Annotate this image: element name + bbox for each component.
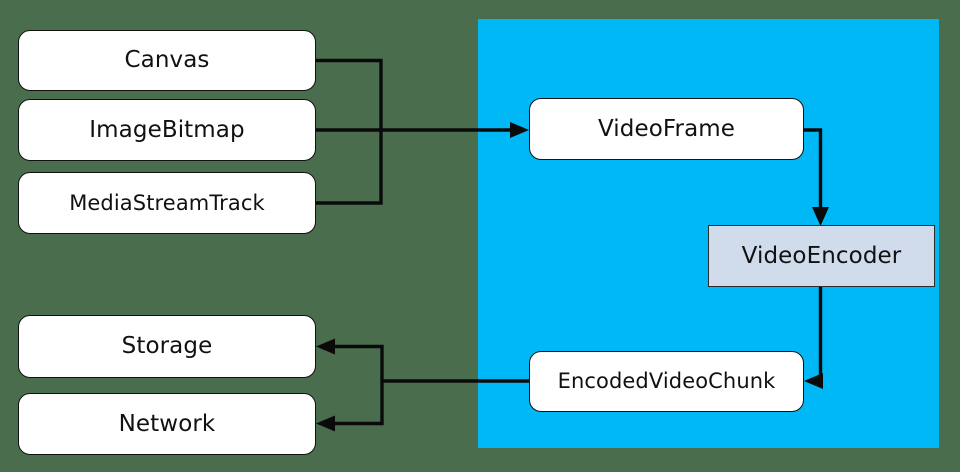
node-video-encoder-label: VideoEncoder (741, 242, 902, 269)
node-video-frame[interactable]: VideoFrame (529, 98, 804, 160)
arrowhead-videoframe-in (510, 122, 529, 138)
node-image-bitmap-label: ImageBitmap (89, 116, 245, 143)
arrowhead-videoencoder-in (812, 207, 829, 226)
node-image-bitmap[interactable]: ImageBitmap (18, 99, 316, 161)
edge-chunk-to-sinks (316, 338, 529, 432)
edge-videoframe-to-videoencoder (804, 128, 829, 226)
node-storage-label: Storage (121, 333, 213, 359)
arrowhead-storage-in (316, 338, 335, 355)
node-canvas[interactable]: Canvas (18, 30, 316, 91)
node-network-label: Network (118, 410, 216, 437)
edge-videoencoder-to-chunk (804, 287, 823, 389)
node-video-encoder[interactable]: VideoEncoder (708, 225, 935, 287)
node-storage[interactable]: Storage (18, 315, 316, 378)
node-media-stream-track[interactable]: MediaStreamTrack (18, 172, 316, 234)
node-media-stream-track-label: MediaStreamTrack (69, 190, 265, 215)
node-canvas-label: Canvas (124, 47, 210, 73)
node-encoded-video-chunk-label: EncodedVideoChunk (557, 369, 776, 393)
node-network[interactable]: Network (18, 393, 316, 455)
arrowhead-network-in (316, 415, 335, 432)
node-video-frame-label: VideoFrame (597, 115, 736, 142)
edge-sources-to-videoframe (316, 58, 529, 205)
node-encoded-video-chunk[interactable]: EncodedVideoChunk (529, 351, 804, 412)
arrowhead-chunk-in (804, 373, 823, 389)
